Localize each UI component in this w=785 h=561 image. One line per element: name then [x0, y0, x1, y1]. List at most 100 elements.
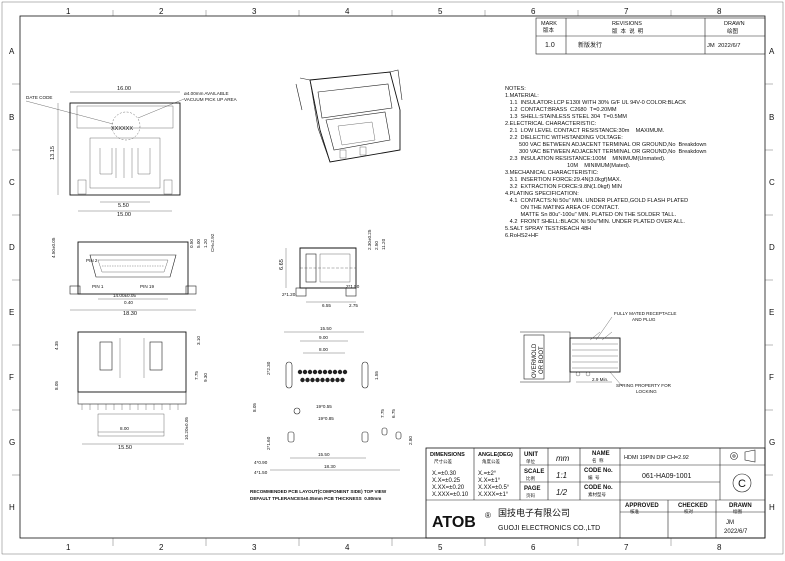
bottom-dim-a: 4.35	[54, 341, 59, 350]
note-line: 3.MECHANICAL CHARACTERISTIC:	[505, 170, 599, 176]
tb-angle: ANGLE(DEG)	[478, 452, 513, 458]
copyright-icon: C	[732, 473, 752, 493]
top-dim-width: 16.00	[117, 86, 131, 92]
spring-label-1: SPRING PROPERTY FOR	[616, 383, 672, 388]
top-dim-inner: 5.50	[118, 203, 129, 209]
tb-page-cn: 页码	[526, 492, 535, 499]
overmold-label-1: OVERMOLD	[532, 343, 538, 378]
pcb-dim-e: 19*0.85	[318, 416, 334, 421]
pcb-dim-d: 19*0.55	[316, 404, 332, 409]
bottom-dim-f: 8.00	[120, 426, 129, 431]
col-label-2-bottom: 2	[159, 543, 164, 552]
note-line: 10M MINIMUM(Mated).	[505, 163, 631, 169]
row-label-b-right: B	[769, 113, 774, 122]
projection-symbol-icon	[730, 449, 756, 463]
pcb-dim-k: 8.05	[252, 403, 257, 412]
tb-approved: APPROVED	[625, 503, 659, 509]
note-line: 1.MATERIAL:	[505, 93, 539, 99]
top-dim-outer: 15.00	[117, 212, 131, 218]
row-label-e-right: E	[769, 308, 774, 317]
row-label-g: G	[9, 438, 15, 447]
col-label-6-bottom: 6	[531, 543, 536, 552]
pcb-dim-h: 1.55	[374, 371, 379, 380]
col-label-6: 6	[531, 7, 536, 16]
bottom-view: 4.35 3.10 8.05 7.75 9.30 8.00 10.20±0.05…	[54, 331, 208, 451]
spring-label-2: LOCKING	[636, 389, 657, 394]
pcb-pads-top	[297, 369, 348, 383]
pin19-label: PIN 19	[140, 284, 154, 289]
tb-scale: SCALE	[524, 469, 544, 475]
tb-company-en: GUOJI ELECTRONICS CO.,LTD	[498, 525, 600, 532]
tb-code-val: 061-HA09-1001	[642, 473, 692, 480]
pcb-note-1: RECOMMENDED PCB LAYOUT(COMPONENT SIDE) T…	[250, 489, 387, 494]
side-dim-h: 2.75	[349, 303, 358, 308]
note-line: 1.2 CONTACT:BRASS C2680 T=0.20MM	[505, 107, 617, 113]
row-label-c-right: C	[769, 178, 775, 187]
note-line: 4.PLATING SPECIFICATION:	[505, 191, 579, 197]
pcb-dim-f: 2*2.30	[266, 361, 271, 375]
row-label-e: E	[9, 308, 14, 317]
front-dim-width: 18.30	[123, 311, 137, 317]
row-label-d: D	[9, 243, 15, 252]
rev-mark-header: MARK	[541, 21, 557, 27]
front-dim-c: 5.00	[196, 239, 201, 248]
tb-code-no-2: CODE No.	[584, 485, 613, 491]
tb-ang-2: X.XX=±0.5°	[478, 485, 510, 491]
pcb-dim-i: 7.75	[380, 409, 385, 418]
pcb-note-2: DEFAULT TPLERANCES±0.05mm PCB THICKNESS …	[250, 496, 381, 501]
side-dim-c: 11.20	[381, 238, 386, 250]
pcb-dim-g: 2*1.60	[266, 436, 271, 450]
bottom-dim-g: 10.20±0.05	[184, 417, 189, 440]
side-dim-g: 6.55	[322, 303, 331, 308]
row-label-f: F	[9, 373, 14, 382]
vacuum-label-1: ø4.00mm AVAILABLE	[184, 91, 229, 96]
col-label-7: 7	[624, 7, 629, 16]
rev-revisions-header: REVISIONS	[612, 21, 642, 27]
front-dim-pitch: 14.00±0.05	[113, 293, 136, 298]
detail-title-2: AND PLUG	[632, 317, 656, 322]
date-code-label: DATE CODE	[26, 95, 52, 100]
row-label-a-right: A	[769, 47, 775, 56]
pin2-label: PIN 2	[86, 258, 98, 263]
tb-tol-3: X.XXX=±0.10	[432, 492, 469, 498]
pcb-dim-c: 8.00	[319, 347, 328, 352]
note-line: ON THE MATING AREA OF CONTACT.	[505, 205, 620, 211]
col-label-1-bottom: 1	[66, 543, 71, 552]
row-label-c: C	[9, 178, 15, 187]
note-line: 3.2 EXTRACTION FORCE:9.8N(1.0kgf) MIN	[505, 184, 622, 190]
front-dim-e: CH=2.92	[210, 233, 215, 252]
tb-tol-0: X.=±0.30	[432, 471, 457, 477]
bottom-dim-d: 7.75	[194, 371, 199, 380]
row-label-g-right: G	[769, 438, 775, 447]
side-dim-b: 2.50	[374, 241, 379, 250]
tb-drawn-cn: 绘图	[733, 508, 742, 515]
rev-drawn-header: DRAWN	[724, 21, 745, 27]
front-view: PIN 2 PIN 1 PIN 19 4.50±0.05 0.50 5.00 1…	[51, 233, 215, 317]
pcb-dim-p: 4*1.50	[254, 470, 268, 475]
pcb-dim-n: 18.30	[324, 464, 336, 469]
tb-checked-cn: 校对	[684, 508, 693, 515]
pcb-dim-a: 15.50	[320, 326, 332, 331]
side-view: 6.65 2.30±0.25 2.50 11.20 2*1.20 2*1.50 …	[279, 229, 386, 308]
col-label-1: 1	[66, 7, 71, 16]
tb-dimensions-cn: 尺寸公差	[434, 458, 452, 465]
tb-logo: ATOB	[432, 514, 476, 531]
pin1-label: PIN 1	[92, 284, 104, 289]
tb-angle-cn: 角度公差	[482, 458, 500, 465]
col-label-3: 3	[252, 7, 257, 16]
tb-page-val: 1/2	[556, 488, 568, 497]
pcb-dim-m: 15.50	[318, 452, 330, 457]
row-label-f-right: F	[769, 373, 774, 382]
note-line: 1.1 INSULATOR:LCP E130I WITH 30% G/F UL …	[505, 100, 686, 106]
note-line: 5.SALT SPRAY TEST:REACH 48H	[505, 226, 591, 232]
detail-title-1: FULLY MATED RECEPTACLE	[614, 311, 676, 316]
note-line: 6.RoHS2+HF	[505, 233, 539, 239]
tb-copyright: C	[738, 478, 746, 490]
front-dim-b: 0.50	[189, 239, 194, 248]
note-line: 2.3 INSULATION RESISTANCE:100M MINIMUM(U…	[505, 156, 666, 162]
rev-row-desc: 新版发行	[578, 41, 602, 49]
isometric-view	[295, 69, 403, 163]
note-line: 2.2 DIELECTIC WITHSTANDING VOLTAGE:	[505, 135, 623, 141]
overmold-label-2: OR BOOT	[539, 346, 545, 374]
